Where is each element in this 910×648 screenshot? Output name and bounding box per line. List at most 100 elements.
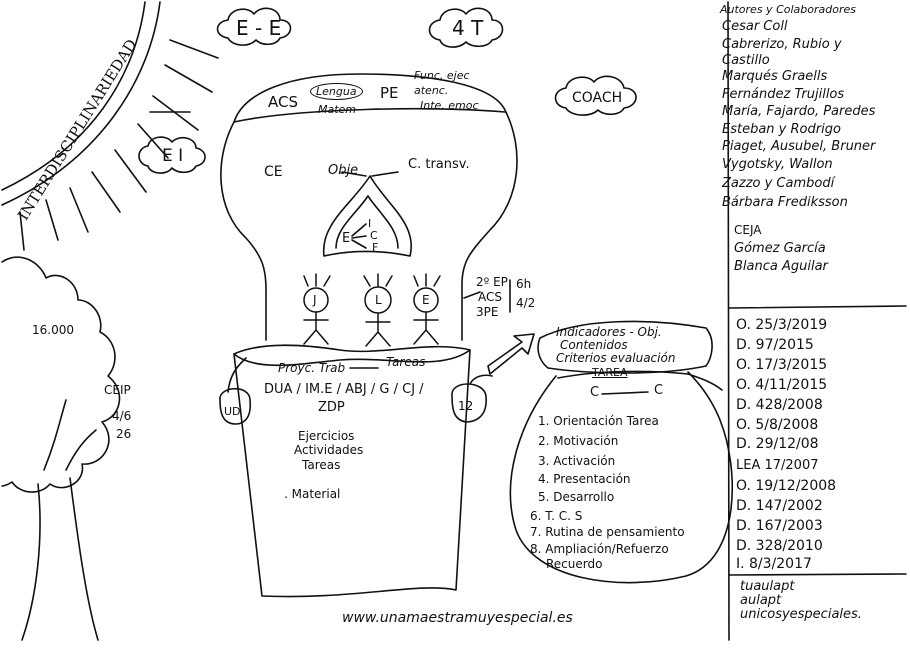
bag-ud-label: UD	[224, 405, 241, 418]
law-8: O. 19/12/2008	[736, 478, 837, 494]
basket-outline	[233, 344, 471, 598]
law-2: O. 17/3/2015	[736, 357, 828, 373]
sack-step-8: 8. Ampliación/Refuerzo	[530, 542, 669, 556]
cloud-coach	[554, 75, 637, 116]
balloon-outline	[220, 73, 518, 341]
footer-unicos: unicosyespeciales.	[740, 607, 862, 622]
acs-item-matem: Matem	[318, 103, 357, 116]
student-side-arrow	[463, 291, 481, 299]
law-10: D. 167/2003	[736, 518, 823, 534]
tree-branch	[43, 399, 67, 471]
author-0: Autores y Colaboradores	[720, 3, 856, 16]
bag-ud-rope	[227, 357, 247, 393]
acs-label: ACS	[268, 93, 298, 111]
sack-top	[537, 320, 713, 374]
bag-12-label: 12	[458, 399, 474, 413]
sack-string	[687, 373, 723, 391]
divider-line-1	[728, 305, 907, 309]
ctransv-label: C. transv.	[408, 157, 470, 172]
cloud-ei-label: E I	[162, 146, 184, 166]
author-8: Piaget, Ausubel, Bruner	[722, 139, 876, 154]
law-9: D. 147/2002	[736, 498, 823, 514]
law-3: O. 4/11/2015	[736, 377, 828, 393]
basket-line-2: ZDP	[318, 400, 345, 415]
sack-step-3: 3. Activación	[538, 454, 616, 468]
flame-item-f: F	[372, 241, 379, 254]
flame-e: E	[342, 231, 351, 246]
cloud-4t	[428, 7, 504, 48]
author-13: Gómez García	[734, 241, 826, 256]
ce-label: CE	[264, 164, 283, 180]
author-9: Vygotsky, Wallon	[722, 157, 833, 172]
sack-step-2: 2. Motivación	[538, 434, 619, 448]
sack-body	[509, 371, 734, 584]
basket-material: . Material	[284, 487, 341, 501]
sack-header-1: Indicadores - Obj.	[556, 325, 662, 339]
sack-step-4: 4. Presentación	[538, 472, 631, 486]
pe-item-inte: Inte. emoc	[420, 99, 479, 112]
flame-outer	[322, 175, 413, 257]
author-7: Esteban y Rodrigo	[722, 122, 841, 137]
sack-header-2: Contenidos	[560, 338, 628, 352]
law-1: D. 97/2015	[736, 337, 814, 353]
student-figure-j	[303, 273, 331, 345]
author-6: María, Fajardo, Paredes	[722, 104, 876, 119]
basket-item-tareas: Tareas	[302, 458, 341, 472]
basket-title-right: Tareas	[386, 355, 426, 369]
sack-c-right: C	[654, 383, 664, 398]
author-14: Blanca Aguilar	[734, 259, 828, 274]
cloud-ee	[216, 7, 292, 46]
cloud-ei	[138, 136, 206, 174]
tree-school: CEIP	[104, 383, 131, 397]
divider-line-2	[728, 573, 907, 576]
author-12: CEJA	[734, 223, 762, 237]
law-5: O. 5/8/2008	[736, 417, 819, 433]
student-value-6h: 6h	[516, 277, 532, 291]
obje-label: Obje	[328, 163, 359, 178]
author-5: Fernández Trujillos	[722, 87, 845, 102]
student-figure-l	[363, 273, 393, 347]
sack-step-5: 5. Desarrollo	[538, 490, 615, 504]
footer-tuaulapt: tuaulapt	[740, 579, 795, 594]
bag-ud	[219, 387, 252, 425]
author-10: Zazzo y Cambodí	[722, 176, 835, 191]
basket-rim	[233, 349, 471, 367]
student-e-label: E	[422, 293, 430, 307]
basket-title-left: Proyc. Trab	[278, 361, 346, 375]
student-row-3pe: 3PE	[476, 305, 499, 319]
basket-item-actividades: Actividades	[294, 443, 364, 457]
sack-step-6: 6. T. C. S	[530, 509, 583, 523]
hollow-arrow	[487, 333, 535, 375]
bag-12	[451, 383, 487, 423]
cloud-4t-label: 4 T	[452, 16, 484, 40]
flame-item-c: C	[370, 229, 378, 242]
flame-link-left	[341, 171, 367, 177]
law-11: D. 328/2010	[736, 538, 823, 554]
student-row-2ep: 2º EP	[476, 275, 508, 289]
tree-branch-2	[65, 429, 97, 471]
flame-item-i: I	[368, 217, 372, 230]
law-4: D. 428/2008	[736, 397, 823, 413]
pe-item-atenc: atenc.	[414, 84, 449, 97]
sack-tarea: TAREA	[592, 366, 628, 379]
basket-item-ejercicios: Ejercicios	[298, 429, 355, 443]
balloon-band	[233, 108, 506, 123]
pe-item-func: Func. ejec	[414, 69, 470, 82]
author-11: Bárbara Frediksson	[722, 195, 848, 210]
tree-trunk-left	[21, 483, 41, 641]
student-j-label: J	[313, 293, 317, 307]
sack-tie	[557, 370, 689, 379]
student-row-acs: ACS	[478, 290, 502, 304]
law-12: I. 8/3/2017	[736, 556, 812, 572]
law-7: LEA 17/2007	[736, 458, 819, 473]
tree-number: 16.000	[32, 323, 74, 337]
sack-header-3: Criterios evaluación	[556, 351, 676, 365]
cloud-coach-label: COACH	[572, 90, 623, 106]
author-3: Castillo	[722, 53, 770, 68]
tree-grade: 4/6	[112, 409, 132, 423]
website-url: www.unamaestramuyespecial.es	[342, 610, 573, 626]
tree-count: 26	[116, 427, 132, 441]
student-l-label: L	[375, 293, 382, 307]
